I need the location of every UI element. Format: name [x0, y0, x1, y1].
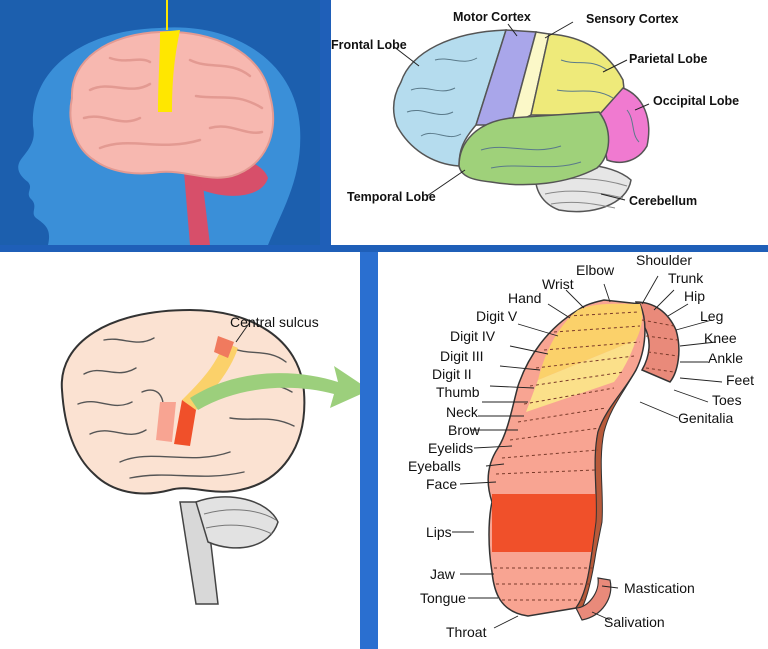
label-digit-iv: Digit IV: [450, 328, 496, 344]
brain-lobes-panel: Motor Cortex Sensory Cortex Frontal Lobe…: [331, 0, 768, 245]
strip-hand-lower: [526, 340, 636, 412]
label-wrist: Wrist: [542, 276, 574, 292]
strip-lips-region: [492, 494, 596, 552]
label-knee: Knee: [704, 330, 737, 346]
strip-bottom-hook: [575, 577, 612, 621]
motor-strip-illustration: [452, 275, 723, 629]
sensory-strip: [182, 342, 238, 410]
label-eyeballs: Eyeballs: [408, 458, 461, 474]
central-sulcus-panel: Central sulcus: [0, 252, 360, 649]
strip-side: [634, 301, 680, 383]
label-temporal-lobe: Temporal Lobe: [347, 190, 436, 204]
motor-homunculus-panel: Elbow Shoulder Wrist Trunk Hand Hip Digi…: [378, 252, 768, 649]
label-toes: Toes: [712, 392, 742, 408]
label-sensory-cortex: Sensory Cortex: [586, 12, 679, 26]
label-motor-cortex: Motor Cortex: [453, 10, 531, 24]
label-throat: Throat: [446, 624, 487, 640]
label-leg: Leg: [700, 308, 724, 324]
label-eyelids: Eyelids: [428, 440, 474, 456]
pointer-line: [166, 0, 168, 30]
label-digit-iii: Digit III: [440, 348, 484, 364]
label-jaw: Jaw: [430, 566, 455, 582]
label-occipital-lobe: Occipital Lobe: [653, 94, 740, 108]
label-central-sulcus: Central sulcus: [230, 314, 319, 330]
label-thumb: Thumb: [436, 384, 480, 400]
label-digit-ii: Digit II: [432, 366, 472, 382]
motor-strip: [174, 400, 196, 446]
green-arrow: [190, 366, 360, 410]
sulcus-leader-line: [235, 321, 251, 343]
label-face: Face: [426, 476, 458, 492]
brain-lobes-diagram: [392, 21, 650, 213]
spinal-cord: [183, 160, 210, 245]
label-neck: Neck: [446, 404, 478, 420]
label-elbow: Elbow: [576, 262, 615, 278]
motor-cortex-strip: [158, 30, 180, 112]
cerebellum-3: [195, 496, 279, 549]
label-lips: Lips: [426, 524, 452, 540]
central-sulcus-illustration: [60, 308, 360, 605]
label-mastication: Mastication: [624, 580, 695, 596]
occipital-lobe: [598, 87, 650, 164]
brain-folds: [82, 56, 264, 150]
label-frontal-lobe: Frontal Lobe: [331, 38, 407, 52]
label-parietal-lobe: Parietal Lobe: [629, 52, 708, 66]
label-trunk: Trunk: [668, 270, 704, 286]
cerebellum-3-lines: [203, 509, 277, 535]
label-cerebellum: Cerebellum: [629, 194, 698, 208]
label-shoulder: Shoulder: [636, 252, 693, 268]
label-hand: Hand: [508, 290, 542, 306]
lobe-folds: [406, 57, 640, 169]
head-silhouette-illustration: [18, 0, 301, 245]
homunculus-leader-lines: [452, 275, 723, 629]
label-hip: Hip: [684, 288, 706, 304]
label-tongue: Tongue: [420, 590, 466, 606]
label-brow: Brow: [448, 422, 480, 438]
label-salivation: Salivation: [604, 614, 665, 630]
temporal-lobe: [458, 111, 610, 186]
motor-strip-lower: [156, 402, 176, 442]
label-genitalia: Genitalia: [678, 410, 734, 426]
strip-dotted-lines: [494, 311, 679, 601]
sulcus-red-segment: [214, 336, 234, 358]
label-ankle: Ankle: [708, 350, 744, 366]
strip-hand-region: [538, 303, 643, 380]
head-silhouette-panel: [0, 0, 320, 245]
label-feet: Feet: [726, 372, 755, 388]
panel-divider: [360, 252, 378, 649]
lobe-leader-lines: [392, 21, 650, 201]
label-digit-v: Digit V: [476, 308, 518, 324]
